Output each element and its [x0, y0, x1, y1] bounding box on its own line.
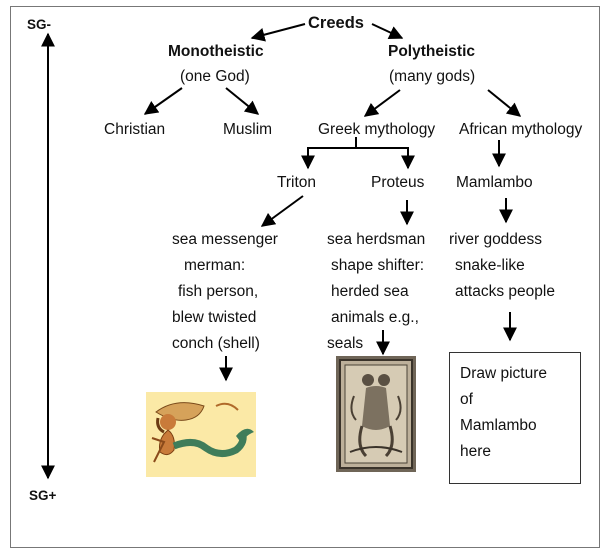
node-monotheistic: Monotheistic	[168, 43, 264, 60]
node-muslim: Muslim	[223, 121, 273, 138]
mamlambo-desc-line: attacks people	[455, 283, 555, 300]
triton-desc-line: merman:	[184, 257, 246, 274]
draw-picture-box: Draw picture of Mamlambo here	[449, 352, 581, 484]
mamlambo-description: river goddess snake-like attacks people	[449, 227, 555, 305]
triton-desc-line: blew twisted	[172, 309, 257, 326]
draw-box-line: of	[460, 391, 473, 408]
mamlambo-desc-line: river goddess	[449, 231, 543, 248]
node-polytheistic: Polytheistic	[388, 43, 475, 60]
proteus-desc-line: herded sea	[331, 283, 409, 300]
draw-box-line: here	[460, 443, 492, 460]
draw-box-line: Mamlambo	[460, 417, 537, 434]
mamlambo-desc-line: snake-like	[455, 257, 525, 274]
scale-top-label: SG-	[27, 17, 52, 32]
engraving-illustration	[336, 356, 416, 472]
proteus-desc-line: sea herdsman	[327, 231, 426, 248]
node-christian: Christian	[104, 121, 166, 138]
merman-illustration	[146, 392, 256, 477]
node-monotheistic-sub: (one God)	[180, 68, 250, 85]
scale-bottom-label: SG+	[29, 488, 57, 503]
proteus-desc-line: animals e.g.,	[331, 309, 419, 326]
triton-description: sea messenger merman: fish person, blew …	[172, 227, 278, 357]
node-triton: Triton	[277, 174, 317, 191]
proteus-description: sea herdsman shape shifter: herded sea a…	[327, 227, 425, 357]
diagram-frame	[10, 6, 600, 548]
node-mamlambo: Mamlambo	[456, 174, 533, 191]
proteus-desc-line: seals	[327, 335, 364, 352]
triton-desc-line: fish person,	[178, 283, 259, 300]
proteus-desc-line: shape shifter:	[331, 257, 425, 274]
triton-desc-line: conch (shell)	[172, 335, 260, 352]
node-polytheistic-sub: (many gods)	[389, 68, 476, 85]
node-greek-mythology: Greek mythology	[318, 121, 436, 138]
node-proteus: Proteus	[371, 174, 425, 191]
node-african-mythology: African mythology	[459, 121, 583, 138]
triton-desc-line: sea messenger	[172, 231, 278, 248]
root-node-creeds: Creeds	[308, 14, 364, 32]
draw-box-line: Draw picture	[460, 365, 547, 382]
